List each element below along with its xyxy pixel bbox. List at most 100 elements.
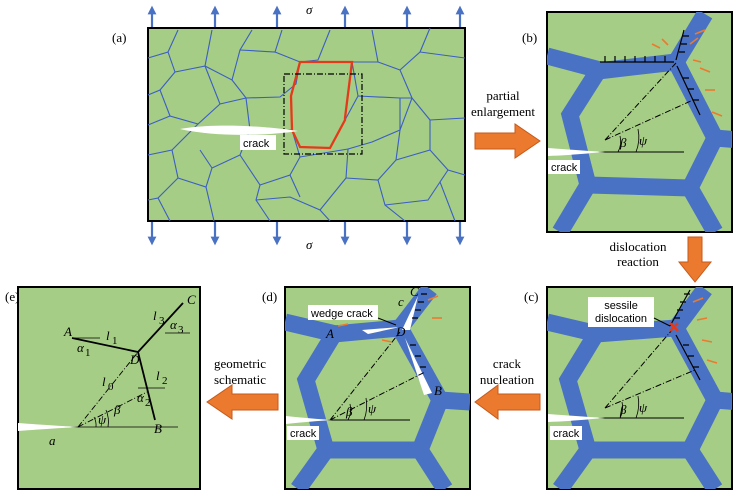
arrow-dislocation-text2: reaction (617, 254, 659, 269)
crack-label-a: crack (243, 138, 270, 150)
panel-d-label: (d) (262, 289, 277, 304)
length-l3-sub-e: 3 (159, 315, 165, 327)
point-D-e: D (129, 352, 140, 367)
alpha1-e: α (77, 340, 85, 355)
grain-bands-d (285, 287, 470, 489)
dislocation-lines-b (600, 29, 701, 116)
orange-arrow-left-2 (206, 384, 279, 420)
psi-c: ψ (639, 400, 648, 415)
sessile-label-bg (588, 297, 654, 327)
crack-shape (180, 125, 298, 135)
arrow-crack-text1: crack (493, 356, 522, 371)
arrow-geometric-schematic: geometric schematic (206, 356, 279, 420)
panel-d: (d) β ψ wedge crack A B (262, 284, 471, 490)
orange-arrow-left-1 (474, 384, 541, 420)
zoom-window (283, 73, 363, 155)
slip-lines-b (604, 62, 694, 141)
arrow-partial-text2: enlargement (471, 104, 535, 119)
orange-arrow-right (474, 123, 541, 159)
wedge-label-bg (308, 305, 378, 320)
highlighted-grain (289, 60, 354, 150)
crack-tip-c (548, 414, 605, 422)
crack-tip-e (18, 423, 78, 431)
arrow-partial-text1: partial (486, 88, 520, 103)
sigma-bottom-label: σ (306, 237, 313, 252)
beta-b: β (619, 135, 627, 150)
psi-e: ψ (98, 412, 107, 427)
length-l0-e: l (102, 374, 106, 389)
alpha2-sub-e: 2 (145, 397, 151, 409)
panel-a: (a) σ σ (112, 2, 466, 252)
orange-flow-b (651, 29, 723, 117)
length-l1-e: l (106, 328, 110, 343)
length-c-d: c (398, 294, 404, 309)
slip-lines-d (329, 331, 426, 421)
alpha2-e: α (137, 390, 145, 405)
grain-bands-b (547, 12, 732, 232)
alpha1-sub-e: 1 (85, 347, 91, 359)
panel-a-label: (a) (112, 30, 126, 45)
length-l2-e: l (156, 368, 160, 383)
panel-e-label: (e) (5, 289, 19, 304)
wedge-crack-down (405, 338, 432, 395)
arrow-dislocation-reaction: dislocation reaction (609, 236, 713, 283)
sigma-top-label: σ (306, 2, 313, 17)
point-C-d: C (410, 284, 419, 299)
alpha3-e: α (170, 317, 178, 332)
panel-c-label: (c) (524, 289, 538, 304)
orange-arrow-down (677, 236, 713, 283)
crack-label-b: crack (551, 162, 578, 174)
crack-label-bg-a (240, 135, 276, 150)
alpha3-sub-e: 3 (178, 324, 184, 336)
crack-tip-d (286, 416, 332, 424)
panel-b: (b) β ψ crack (522, 11, 733, 233)
crack-label-bg-d (287, 426, 319, 440)
specimen (147, 27, 466, 222)
orange-flow-d (337, 295, 442, 343)
sessile-label-line1: sessile (604, 300, 638, 312)
point-a-e: a (49, 433, 56, 448)
length-l0-sub-e: 0 (108, 381, 114, 393)
beta-d: β (345, 404, 353, 419)
arrow-geometric-text2: schematic (214, 372, 266, 387)
stress-arrows-top (147, 5, 465, 28)
beta-e: β (113, 402, 121, 417)
sessile-marker-c (669, 322, 679, 332)
crack-label-d: crack (290, 428, 317, 440)
panel-c: (c) β ψ sessile dislocation (524, 286, 733, 490)
slip-lines-c (604, 329, 696, 409)
arrow-dislocation-text1: dislocation (609, 239, 667, 254)
dislocation-lines-c (669, 289, 701, 381)
crack-tip-b (548, 148, 605, 156)
length-l3-e: l (153, 308, 157, 323)
arrow-partial-enlargement: partial enlargement (471, 88, 541, 159)
point-B-e: B (154, 421, 162, 436)
point-C-e: C (187, 292, 196, 307)
arrow-crack-nucleation: crack nucleation (474, 356, 541, 420)
sessile-label-line2: dislocation (595, 313, 647, 325)
dashdot-lines-e (77, 351, 148, 428)
dislocation-lines-d (410, 293, 427, 368)
beta-c: β (619, 402, 627, 417)
crack-label-bg-c (550, 426, 582, 440)
arrow-crack-text2: nucleation (480, 372, 535, 387)
length-l1-sub-e: 1 (112, 335, 118, 347)
point-D-d: D (395, 324, 406, 339)
wedge-crack-up (402, 296, 418, 330)
arrow-geometric-text1: geometric (214, 356, 266, 371)
boundary-segments-e (71, 302, 184, 421)
wedge-label: wedge crack (310, 308, 373, 320)
panel-b-label: (b) (522, 30, 537, 45)
point-A-d: A (325, 326, 334, 341)
length-l2-sub-e: 2 (162, 375, 168, 387)
crack-label-bg-b (548, 160, 580, 174)
orange-flow-c (692, 297, 718, 364)
point-B-d: B (434, 383, 442, 398)
wedge-crack-shape (362, 327, 400, 334)
stress-arrows-bottom (147, 222, 465, 246)
crack-label-c: crack (553, 428, 580, 440)
point-A-e: A (63, 324, 72, 339)
panel-e: (e) A C D B a l 1 l 3 l 2 l 0 α 1 α (5, 286, 201, 490)
psi-d: ψ (368, 401, 377, 416)
